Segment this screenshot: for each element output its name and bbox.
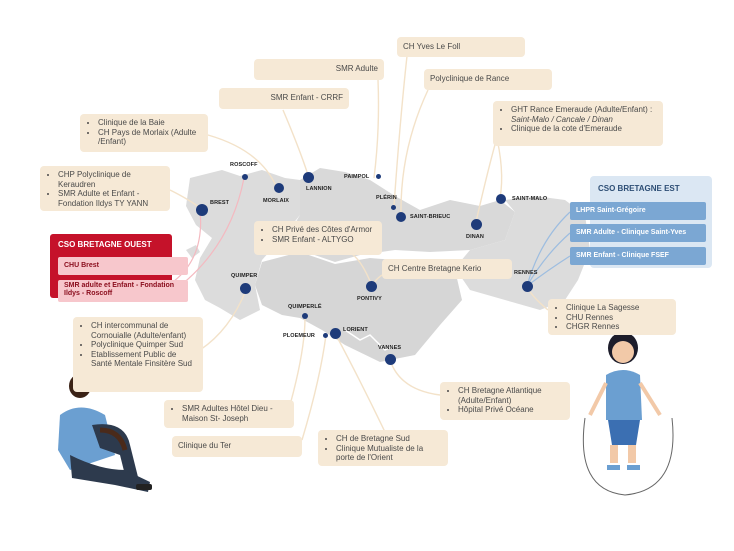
box-item: SMR Adulte et Enfant - Fondation Ildys T…	[58, 189, 164, 208]
connector-line-blue	[526, 232, 571, 287]
connector-line	[207, 134, 277, 187]
connector-line	[389, 359, 441, 396]
dot-paimpol	[376, 174, 381, 179]
city-label-quimper: QUIMPER	[231, 273, 258, 279]
connector-line	[373, 79, 380, 179]
connector-line	[335, 334, 386, 433]
city-label-roscoff: ROSCOFF	[230, 162, 258, 168]
city-label-saint-brieuc: SAINT-BRIEUC	[410, 214, 451, 220]
box-item: CH Bretagne Atlantique (Adulte/Enfant)	[458, 386, 564, 405]
box-ght-rance: GHT Rance Emeraude (Adulte/Enfant) : Sai…	[493, 101, 663, 146]
box-ch-yves-le-foll: CH Yves Le Foll	[397, 37, 525, 57]
city-label-rennes: RENNES	[514, 270, 538, 276]
jumping-girl-illustration	[582, 332, 674, 496]
cso-est-item-smr-enfant: SMR Enfant - Clinique FSEF	[570, 247, 706, 265]
box-item: SMR Enfant - ALTYGO	[272, 235, 376, 245]
city-label-dinan: DINAN	[466, 234, 484, 240]
box-vannes: CH Bretagne Atlantique (Adulte/Enfant) H…	[440, 382, 570, 420]
cso-ouest-item-smr-roscoff: SMR adulte et Enfant - Fondation Ildys -…	[58, 280, 188, 302]
connector-line	[400, 89, 429, 216]
box-item: GHT Rance Emeraude (Adulte/Enfant) : Sai…	[511, 105, 657, 124]
dot-saint-brieuc	[396, 212, 406, 222]
box-item: Hôpital Privé Océane	[458, 405, 564, 415]
box-morlaix: Clinique de la Baie CH Pays de Morlaix (…	[80, 114, 208, 152]
dot-roscoff	[242, 174, 248, 180]
box-polyclinique-rance: Polyclinique de Rance	[424, 69, 552, 90]
city-label-paimpol: PAIMPOL	[344, 174, 370, 180]
connector-line	[282, 109, 309, 176]
cso-est-item-smr-adulte: SMR Adulte - Clinique Saint-Yves	[570, 224, 706, 242]
connector-line-red	[169, 209, 202, 285]
box-item: Clinique Mutualiste de la porte de l'Ori…	[336, 444, 442, 463]
dot-brest	[196, 204, 208, 216]
box-clinique-ter: Clinique du Ter	[172, 436, 302, 457]
box-item: SMR Adultes Hôtel Dieu - Maison St- Jose…	[182, 404, 288, 423]
box-item: CHP Polyclinique de Keraudren	[58, 170, 164, 189]
box-lorient: CH de Bretagne Sud Clinique Mutualiste d…	[318, 430, 448, 466]
morbihan-region	[255, 252, 462, 362]
box-smr-enfant-crrf: SMR Enfant - CRRF	[219, 88, 349, 109]
box-item: Clinique de la Baie	[98, 118, 202, 128]
connector-line	[301, 334, 327, 441]
box-rennes: Clinique La Sagesse CHU Rennes CHGR Renn…	[548, 299, 676, 335]
box-item: Etablissement Public de Santé Mentale Fi…	[91, 350, 197, 369]
dot-saint-malo	[496, 194, 506, 204]
city-label-quimperle: QUIMPERLÉ	[288, 304, 322, 310]
cso-est-title: CSO BRETAGNE EST	[598, 184, 680, 193]
dot-morlaix	[274, 183, 284, 193]
cso-ouest-item-chu-brest: CHU Brest	[58, 257, 188, 275]
city-label-plerin: PLÉRIN	[376, 195, 397, 201]
dot-pontivy	[366, 281, 377, 292]
dot-rennes	[522, 281, 533, 292]
ille-vilaine-region	[455, 196, 590, 310]
city-label-brest: BREST	[210, 200, 230, 206]
dot-lannion	[303, 172, 314, 183]
box-item: Clinique de la cote d'Emeraude	[511, 124, 657, 134]
box-item: CH Pays de Morlaix (Adulte /Enfant)	[98, 128, 202, 147]
dot-dinan	[471, 219, 482, 230]
dot-plerin	[391, 205, 396, 210]
box-item: CHGR Rennes	[566, 322, 670, 332]
cso-est-item-lhpr: LHPR Saint-Grégoire	[570, 202, 706, 220]
box-saint-brieuc: CH Privé des Côtes d'Armor SMR Enfant - …	[254, 221, 382, 255]
city-label-ploemeur: PLOEMEUR	[283, 333, 315, 339]
finistere-region	[186, 170, 300, 320]
box-item: CH Privé des Côtes d'Armor	[272, 225, 376, 235]
connector-line-blue	[526, 211, 571, 287]
city-label-saint-malo: SAINT-MALO	[512, 196, 548, 202]
dot-ploemeur	[323, 333, 328, 338]
box-item: CH intercommunal de Cornouialle (Adulte/…	[91, 321, 197, 340]
dot-lorient	[330, 328, 341, 339]
city-label-lannion: LANNION	[306, 186, 332, 192]
box-item: Polyclinique Quimper Sud	[91, 340, 197, 350]
cso-ouest-title: CSO BRETAGNE OUEST	[50, 234, 172, 256]
box-item: CHU Rennes	[566, 313, 670, 323]
city-label-pontivy: PONTIVY	[357, 296, 382, 302]
city-label-vannes: VANNES	[378, 345, 402, 351]
dot-quimperle	[302, 313, 308, 319]
dot-quimper	[240, 283, 251, 294]
connector-line	[289, 317, 306, 406]
connector-line	[199, 289, 247, 351]
connector-line	[393, 55, 408, 207]
box-item: CH de Bretagne Sud	[336, 434, 442, 444]
box-smr-adulte: SMR Adulte	[254, 59, 384, 80]
box-item: Clinique La Sagesse	[566, 303, 670, 313]
box-kerio: CH Centre Bretagne Kerio	[382, 259, 512, 279]
city-label-morlaix: MORLAIX	[263, 198, 290, 204]
box-brest: CHP Polyclinique de Keraudren SMR Adulte…	[40, 166, 170, 211]
coast-detail	[344, 329, 396, 351]
city-label-lorient: LORIENT	[343, 327, 368, 333]
box-hotel-dieu: SMR Adultes Hôtel Dieu - Maison St- Jose…	[164, 400, 294, 428]
box-quimper: CH intercommunal de Cornouialle (Adulte/…	[73, 317, 203, 392]
dot-vannes	[385, 354, 396, 365]
